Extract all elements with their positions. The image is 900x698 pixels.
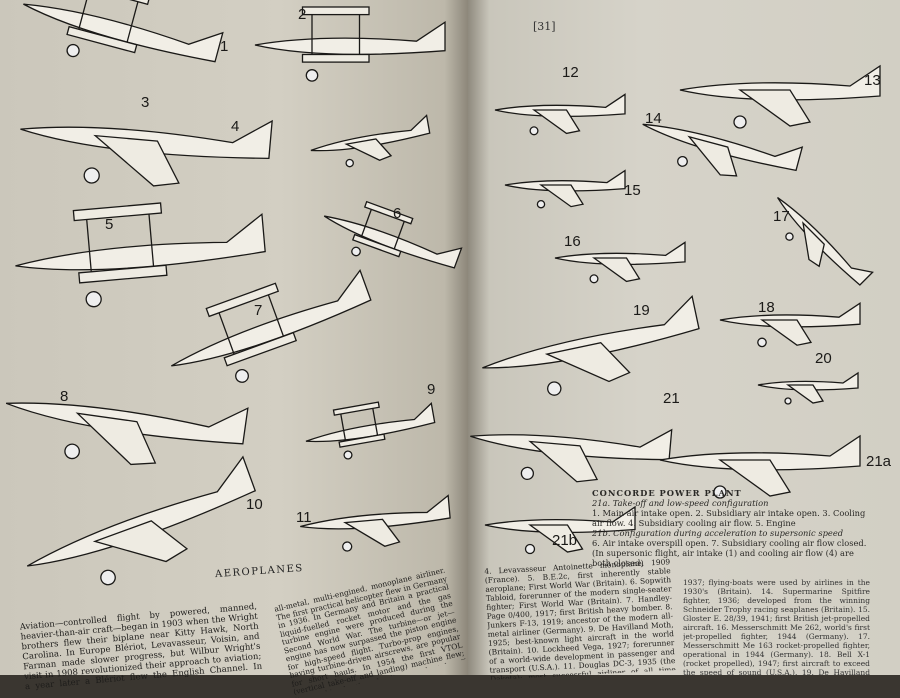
figure-number-7: 7 [254, 302, 263, 319]
caption-b-heading: 21b. Configuration during acceleration t… [592, 528, 844, 538]
aircraft-drawing-20 [757, 371, 859, 405]
aircraft-drawing-2 [254, 6, 446, 82]
figure-number-21b: 21b [552, 532, 578, 549]
caption-a-heading: 21a. Take-off and low-speed configuratio… [592, 498, 769, 508]
caption-a-text: 1. Main air intake open. 2. Subsidiary a… [592, 508, 866, 528]
figure-number-12: 12 [562, 64, 579, 81]
figure-number-16: 16 [564, 233, 581, 250]
figure-key-column-1: 4. Levavasseur Antoinette monoplane, 190… [484, 557, 676, 680]
aircraft-drawing-22 [659, 434, 861, 499]
caption-b-text: 6. Air intake overspill open. 7. Subsidi… [592, 538, 867, 568]
caption-title: CONCORDE POWER PLANT [592, 488, 742, 498]
figure-number-15: 15 [624, 182, 641, 199]
aircraft-drawing-9 [305, 401, 436, 460]
aircraft-drawing-11 [300, 494, 451, 552]
aircraft-drawing-16 [554, 241, 686, 284]
aircraft-drawing-12 [494, 93, 626, 136]
aircraft-drawing-7 [171, 269, 372, 383]
aircraft-drawing-14 [642, 123, 804, 177]
figure-number-1: 1 [220, 38, 229, 55]
aircraft-drawing-5 [15, 202, 266, 308]
figure-number-3: 3 [141, 94, 150, 111]
aircraft-drawing-17 [777, 197, 874, 286]
aircraft-drawing-13 [679, 64, 881, 129]
figure-number-8: 8 [60, 388, 69, 405]
aircraft-drawing-6 [323, 200, 463, 269]
aircraft-drawing-3 [20, 119, 273, 187]
aircraft-drawing-18 [719, 301, 861, 348]
figure-key-column-2: 1937; flying-boats were used by airlines… [683, 578, 870, 675]
figure-number-21a: 21a [866, 453, 892, 470]
aircraft-drawing-1 [23, 0, 224, 63]
figure-number-10: 10 [246, 496, 263, 513]
concorde-caption: CONCORDE POWER PLANT 21a. Take-off and l… [592, 488, 867, 568]
aircraft-drawing-19 [482, 294, 700, 396]
aircraft-drawing-10 [26, 455, 257, 586]
figure-number-11: 11 [296, 509, 312, 526]
figure-number-2: 2 [298, 6, 307, 23]
figure-number-5: 5 [105, 216, 114, 233]
figure-number-6: 6 [393, 205, 402, 222]
figure-number-13: 13 [864, 72, 881, 89]
figure-number-14: 14 [645, 110, 662, 127]
aircraft-illustrations [5, 0, 881, 586]
figure-number-20: 20 [815, 350, 832, 367]
figure-number-18: 18 [758, 299, 775, 316]
figure-number-9: 9 [427, 381, 436, 398]
figure-number-21: 21 [663, 390, 680, 407]
aircraft-drawing-21 [470, 428, 673, 483]
aircraft-drawing-4 [310, 114, 431, 168]
aircraft-drawing-8 [5, 402, 249, 466]
aircraft-drawing-23 [484, 505, 636, 555]
aircraft-drawing-15 [504, 169, 626, 209]
figure-number-17: 17 [773, 208, 790, 225]
figure-number-19: 19 [633, 302, 650, 319]
page-number: [31] [533, 20, 556, 33]
figure-number-4: 4 [231, 118, 240, 135]
